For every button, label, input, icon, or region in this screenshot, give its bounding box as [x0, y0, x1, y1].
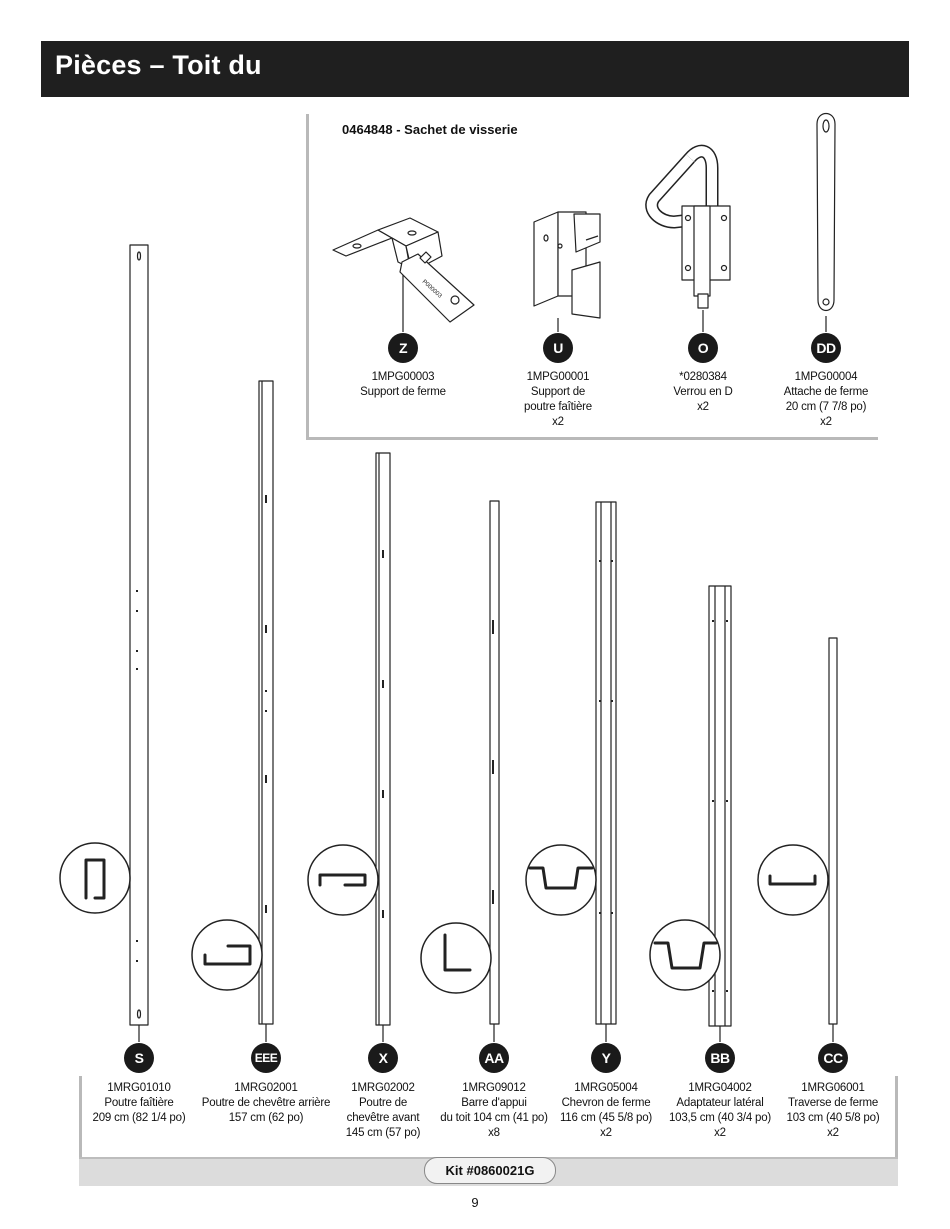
hardware-bag-title: 0464848 - Sachet de visserie [342, 122, 518, 137]
rear-header-beam-illustration [258, 380, 274, 1042]
truss-rafter-illustration [595, 501, 617, 1042]
page-title: Pièces – Toit du [55, 50, 262, 80]
badge-bb: BB [705, 1043, 735, 1073]
badge-aa: AA [479, 1043, 509, 1073]
cross-section-callouts [59, 842, 829, 994]
panel-border-left [306, 114, 309, 440]
kit-number: Kit #0860021G [424, 1157, 556, 1184]
roof-support-bar-illustration [489, 500, 500, 1042]
badge-cc: CC [818, 1043, 848, 1073]
badge-dd: DD [811, 333, 841, 363]
band-border-left [79, 1076, 82, 1184]
panel-border-bottom [306, 437, 878, 440]
badge-z: Z [388, 333, 418, 363]
badge-o: O [688, 333, 718, 363]
badge-eee: EEE [251, 1043, 281, 1073]
badge-u: U [543, 333, 573, 363]
band-border-right [895, 1076, 898, 1184]
ridge-beam-illustration [129, 244, 149, 1042]
section-header: Pièces – Toit du [41, 41, 909, 97]
front-header-beam-illustration [375, 452, 391, 1042]
side-adapter-illustration [708, 585, 732, 1042]
page-number: 9 [471, 1195, 479, 1210]
badge-y: Y [591, 1043, 621, 1073]
badge-s: S [124, 1043, 154, 1073]
badge-x: X [368, 1043, 398, 1073]
hardware-panel: 0464848 - Sachet de visserie [306, 114, 878, 440]
truss-crossbar-illustration [828, 637, 838, 1042]
